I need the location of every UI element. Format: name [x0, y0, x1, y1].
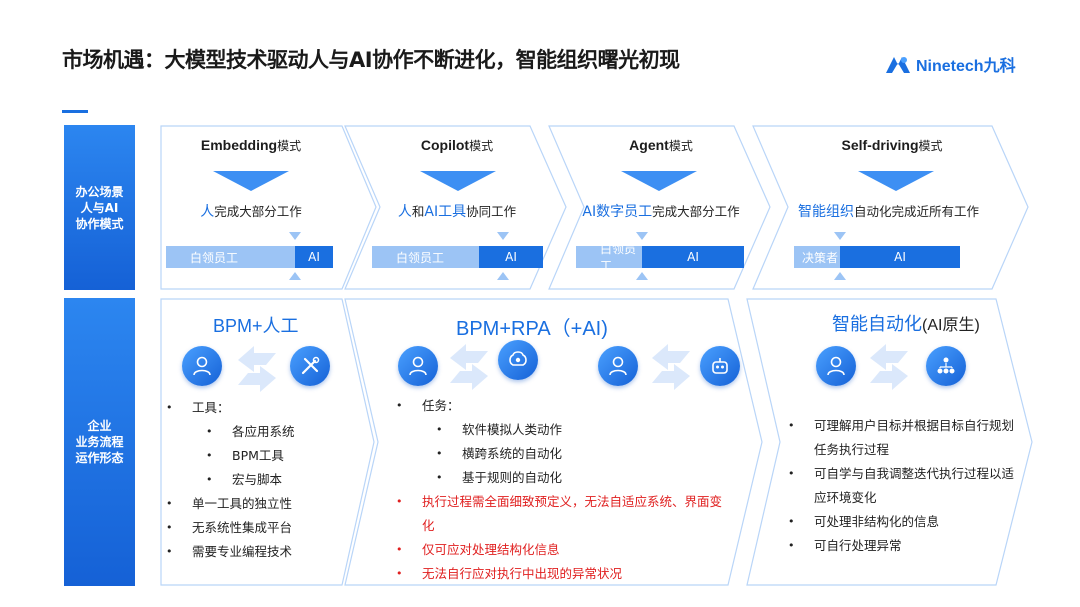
list-item: BPM工具 — [164, 444, 295, 468]
person-icon — [598, 346, 638, 386]
person-icon — [816, 346, 856, 386]
arrow-down-icon — [213, 171, 289, 191]
mode-title: Agent模式 — [629, 137, 693, 153]
marker-up-icon — [289, 272, 301, 280]
list-item: 仅可应对处理结构化信息 — [394, 538, 729, 562]
list-item: 可自行处理异常 — [786, 534, 1026, 558]
marker-down-icon — [834, 232, 846, 240]
panel-bpm-manual: BPM+人工 工具： 各应用系统 BPM工具 宏与脚本 单一工具的独立性 无系统… — [160, 298, 376, 586]
row-label-office: 办公场景 人与AI 协作模式 — [64, 125, 135, 290]
list-item: 各应用系统 — [164, 420, 295, 444]
feature-list: 工具： 各应用系统 BPM工具 宏与脚本 单一工具的独立性 无系统性集成平台 需… — [164, 396, 295, 564]
org-chart-icon — [926, 346, 966, 386]
swap-arrows-icon — [450, 344, 488, 390]
marker-down-icon — [497, 232, 509, 240]
list-item: 基于规则的自动化 — [394, 466, 729, 490]
list-item: 需要专业编程技术 — [164, 540, 295, 564]
list-item: 可理解用户目标并根据目标自行规划任务执行过程 — [786, 414, 1026, 462]
row-label-process: 企业 业务流程 运作形态 — [64, 298, 135, 586]
list-item: 工具： — [164, 396, 295, 420]
list-item: 无系统性集成平台 — [164, 516, 295, 540]
list-item: 可自学与自我调整迭代执行过程以适应环境变化 — [786, 462, 1026, 510]
mode-title: Embedding模式 — [200, 137, 302, 153]
arrow-down-icon — [621, 171, 697, 191]
robot-icon — [700, 346, 740, 386]
person-icon — [182, 346, 222, 386]
logo-icon — [886, 57, 910, 73]
mode-title: Self-driving模式 — [841, 137, 943, 153]
list-item: 宏与脚本 — [164, 468, 295, 492]
marker-down-icon — [289, 232, 301, 240]
arrow-down-icon — [420, 171, 496, 191]
panel-intelligent-automation: 智能自动化(AI原生) 可理解用户目标并根据目标自行规划任务执行过程 可自学与自… — [746, 298, 1034, 586]
feature-list: 可理解用户目标并根据目标自行规划任务执行过程 可自学与自我调整迭代执行过程以适应… — [786, 414, 1026, 558]
swap-arrows-icon — [238, 346, 276, 392]
panel-title: BPM+人工 — [213, 316, 299, 336]
marker-up-icon — [497, 272, 509, 280]
page-title: 市场机遇：大模型技术驱动人与AI协作不断进化，智能组织曙光初现 — [62, 48, 680, 72]
list-item: 执行过程需全面细致预定义，无法自适应系统、界面变化 — [394, 490, 729, 538]
mode-title: Copilot模式 — [420, 137, 494, 153]
logo: Ninetech九科 — [884, 52, 1016, 76]
mode-desc: 智能组织自动化完成近所有工作 — [798, 204, 980, 220]
list-item: 横跨系统的自动化 — [394, 442, 729, 466]
list-item: 任务： — [394, 394, 729, 418]
swap-arrows-icon — [652, 344, 690, 390]
panel-bpm-rpa: BPM+RPA（+AI) 任务： 软件模拟人类动作 横跨系统的自动化 基于规则的… — [344, 298, 764, 586]
swap-arrows-icon — [870, 344, 908, 390]
title-underline — [62, 110, 88, 113]
person-icon — [398, 346, 438, 386]
arrow-down-icon — [858, 171, 934, 191]
panel-title: 智能自动化(AI原生) — [832, 314, 980, 334]
list-item: 无法自行应对执行中出现的异常状况 — [394, 562, 729, 586]
marker-up-icon — [636, 272, 648, 280]
marker-down-icon — [636, 232, 648, 240]
list-item: 可处理非结构化的信息 — [786, 510, 1026, 534]
mode-desc: AI数字员工完成大部分工作 — [582, 204, 740, 220]
brain-icon — [498, 340, 538, 380]
panel-title: BPM+RPA（+AI) — [456, 318, 608, 340]
tools-icon — [290, 346, 330, 386]
list-item: 单一工具的独立性 — [164, 492, 295, 516]
list-item: 软件模拟人类动作 — [394, 418, 729, 442]
logo-text: Ninetech九科 — [916, 58, 1016, 75]
mode-desc: 人和AI工具协同工作 — [397, 204, 517, 220]
mode-desc: 人完成大部分工作 — [200, 204, 302, 220]
marker-up-icon — [834, 272, 846, 280]
feature-list: 任务： 软件模拟人类动作 横跨系统的自动化 基于规则的自动化 执行过程需全面细致… — [394, 394, 729, 586]
